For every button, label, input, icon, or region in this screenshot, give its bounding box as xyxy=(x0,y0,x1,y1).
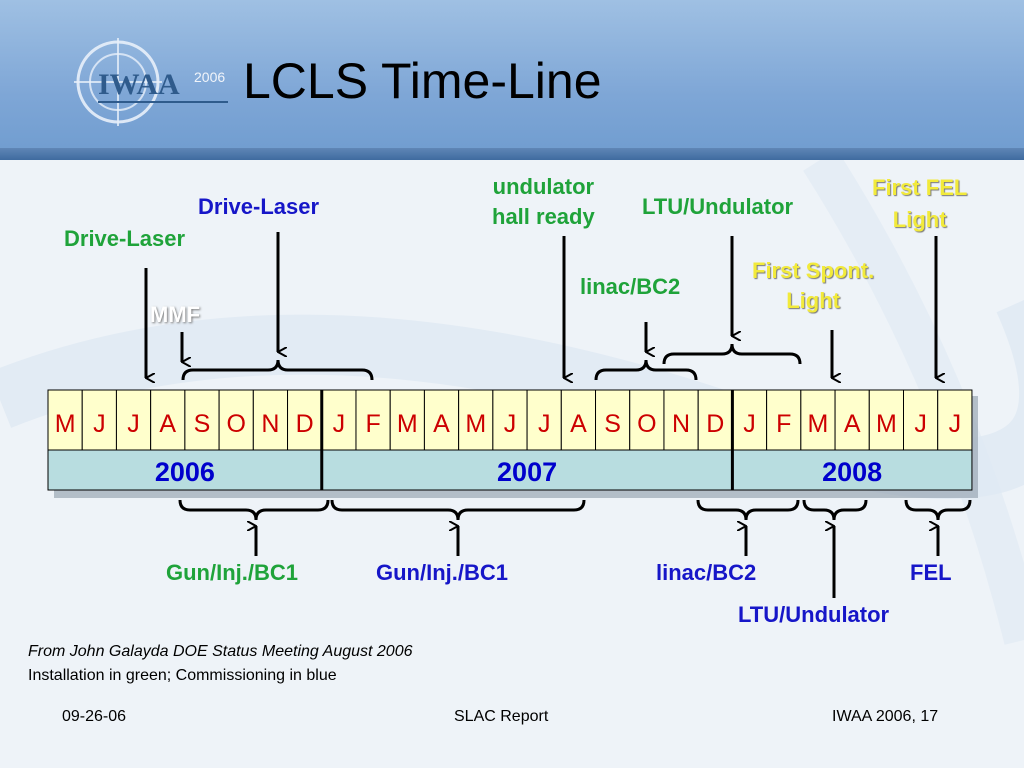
month-label: F xyxy=(776,410,791,438)
month-label: J xyxy=(538,410,551,438)
brace-drive-laser-top xyxy=(181,359,374,381)
month-cell xyxy=(81,389,117,451)
month-cell xyxy=(766,389,802,451)
footer-date: 09-26-06 xyxy=(62,708,127,725)
label-first-fel-line2: Light xyxy=(892,207,947,232)
label-mmf: MMF xyxy=(150,302,201,327)
logo-year: 2006 xyxy=(194,69,225,85)
year-label: 2007 xyxy=(497,457,557,487)
month-label: N xyxy=(261,410,279,438)
label-ltu-undulator-install: LTU/Undulator xyxy=(642,194,794,219)
month-label: J xyxy=(504,410,517,438)
label-first-fel-line1: First FEL xyxy=(872,175,968,200)
month-label: O xyxy=(226,410,245,438)
label-fel-commission: FEL xyxy=(910,560,952,585)
month-label: M xyxy=(55,410,76,438)
brace-ltu-bottom xyxy=(802,499,868,521)
month-cell xyxy=(560,389,597,451)
label-first-spont-line2: Light xyxy=(786,288,840,313)
footer-center: SLAC Report xyxy=(454,708,549,725)
year-row: 2006 2007 2008 xyxy=(47,390,973,491)
source-note: From John Galayda DOE Status Meeting Aug… xyxy=(28,640,413,688)
source-citation: From John Galayda DOE Status Meeting Aug… xyxy=(28,643,413,660)
month-label: J xyxy=(743,410,756,438)
label-first-spont-line1: First Spont. xyxy=(752,258,875,283)
month-label: M xyxy=(808,410,829,438)
month-label: M xyxy=(876,410,897,438)
month-label: S xyxy=(604,410,621,438)
label-ltu-undulator-commission: LTU/Undulator xyxy=(738,602,890,627)
month-label: M xyxy=(397,410,418,438)
month-label: J xyxy=(333,410,346,438)
brace-linac-top xyxy=(594,359,698,381)
month-cell xyxy=(595,389,631,451)
month-label: A xyxy=(844,410,861,438)
brace-gun-green xyxy=(178,499,330,521)
brace-fel-bottom xyxy=(904,499,972,521)
label-undulator-line2: hall ready xyxy=(492,204,595,229)
month-label: O xyxy=(637,410,656,438)
logo-text: IWAA xyxy=(98,68,180,101)
label-drive-laser-install: Drive-Laser xyxy=(64,226,186,251)
month-label: J xyxy=(127,410,140,438)
month-cell xyxy=(389,389,425,451)
month-label: F xyxy=(365,410,380,438)
month-label: A xyxy=(570,410,587,438)
month-cell xyxy=(321,389,357,451)
label-undulator-line1: undulator xyxy=(492,174,595,199)
label-first-fel-light: First FEL Light xyxy=(872,172,967,236)
footer-page: IWAA 2006, 17 xyxy=(832,708,939,725)
month-label: D xyxy=(296,410,314,438)
month-cell xyxy=(629,389,665,451)
iwaa-logo: IWAA 2006 xyxy=(74,38,228,126)
label-drive-laser-commission: Drive-Laser xyxy=(198,194,320,219)
year-band-fill xyxy=(47,449,973,491)
braces xyxy=(178,343,972,521)
month-label: J xyxy=(914,410,927,438)
month-cell xyxy=(252,389,289,451)
slide-title: LCLS Time-Line xyxy=(243,53,602,109)
label-gun-install: Gun/Inj./BC1 xyxy=(166,560,298,585)
label-gun-commission: Gun/Inj./BC1 xyxy=(376,560,508,585)
label-undulator-hall-ready: undulator hall ready xyxy=(492,172,595,232)
month-cell xyxy=(903,389,939,451)
arrows xyxy=(144,232,938,598)
month-cell xyxy=(355,389,391,451)
month-cell xyxy=(423,389,460,451)
brace-ltu-top xyxy=(662,343,802,365)
label-linac-bc2-install: linac/BC2 xyxy=(580,274,681,299)
year-label: 2008 xyxy=(822,457,882,487)
year-label: 2006 xyxy=(155,457,215,487)
label-linac-bc2-commission: linac/BC2 xyxy=(656,560,757,585)
brace-gun-blue xyxy=(330,499,586,521)
month-label: J xyxy=(949,410,962,438)
month-cell xyxy=(834,389,870,451)
month-label: M xyxy=(465,410,486,438)
month-label: A xyxy=(159,410,176,438)
brace-linac-bottom xyxy=(696,499,800,521)
month-label: D xyxy=(706,410,724,438)
month-label: J xyxy=(93,410,106,438)
label-first-spont-light: First Spont. Light xyxy=(752,256,874,316)
month-label: A xyxy=(433,410,450,438)
month-cell xyxy=(937,389,973,451)
month-cell xyxy=(184,389,220,451)
legend-note: Installation in green; Commissioning in … xyxy=(28,667,337,684)
month-cell xyxy=(492,389,528,451)
slide-header xyxy=(0,0,1024,160)
month-label: N xyxy=(672,410,690,438)
month-cell xyxy=(663,389,699,451)
month-cell xyxy=(47,389,83,451)
month-label: S xyxy=(194,410,211,438)
